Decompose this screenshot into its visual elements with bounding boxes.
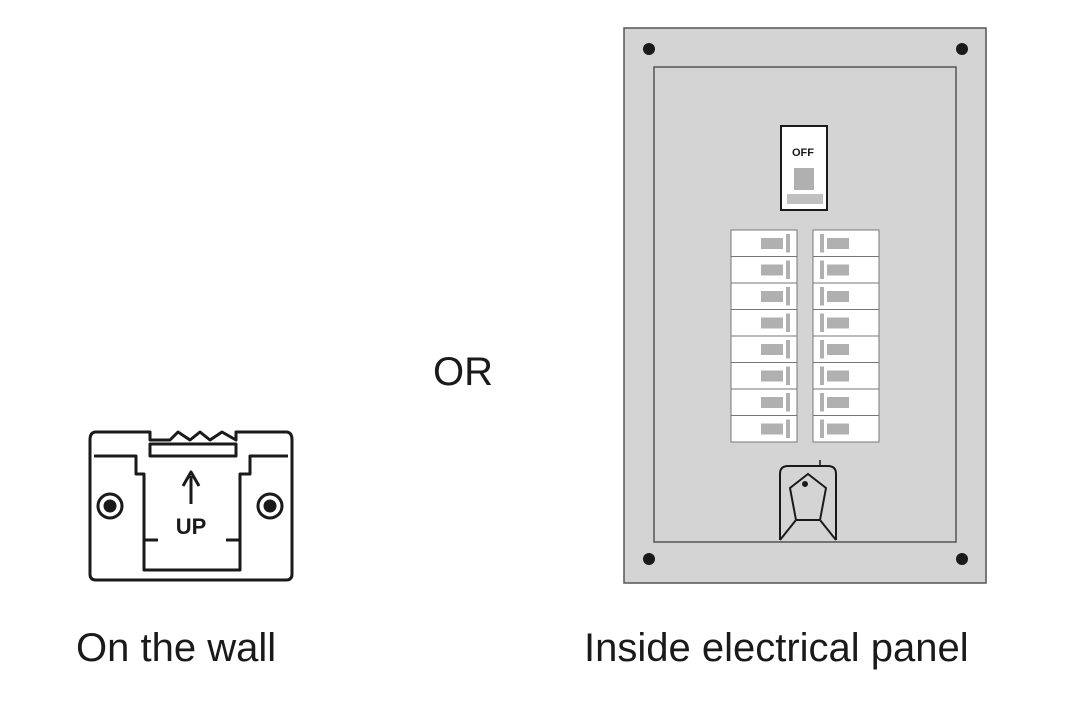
breaker	[730, 388, 798, 416]
wall-bracket-inner	[94, 454, 288, 572]
wall-bracket-up-label: UP	[176, 514, 207, 539]
breaker	[730, 282, 798, 310]
breaker	[812, 282, 880, 310]
electrical-panel: OFF	[623, 27, 987, 584]
panel-caption: Inside electrical panel	[584, 626, 969, 670]
panel-screw-icon	[956, 553, 968, 565]
panel-connector	[779, 460, 837, 541]
main-switch	[780, 125, 828, 211]
panel-screw-icon	[643, 43, 655, 55]
breaker	[730, 362, 798, 390]
breaker	[812, 362, 880, 390]
wall-bracket-top-plate	[148, 442, 238, 458]
breaker	[812, 256, 880, 284]
screw-icon	[96, 492, 124, 520]
screw-icon	[256, 492, 284, 520]
main-switch-off-label: OFF	[792, 147, 814, 159]
breaker	[812, 415, 880, 443]
breaker	[730, 256, 798, 284]
breaker	[730, 335, 798, 363]
breaker	[730, 415, 798, 443]
up-arrow-icon	[181, 470, 201, 504]
breaker	[730, 229, 798, 257]
breaker-grid	[730, 229, 880, 443]
wall-caption: On the wall	[76, 626, 277, 670]
panel-screw-icon	[956, 43, 968, 55]
wall-bracket	[88, 430, 294, 582]
breaker	[730, 309, 798, 337]
wall-bracket-outline	[88, 430, 294, 582]
breaker	[812, 229, 880, 257]
breaker	[812, 335, 880, 363]
or-label: OR	[433, 350, 493, 394]
panel-screw-icon	[643, 553, 655, 565]
breaker	[812, 309, 880, 337]
breaker	[812, 388, 880, 416]
